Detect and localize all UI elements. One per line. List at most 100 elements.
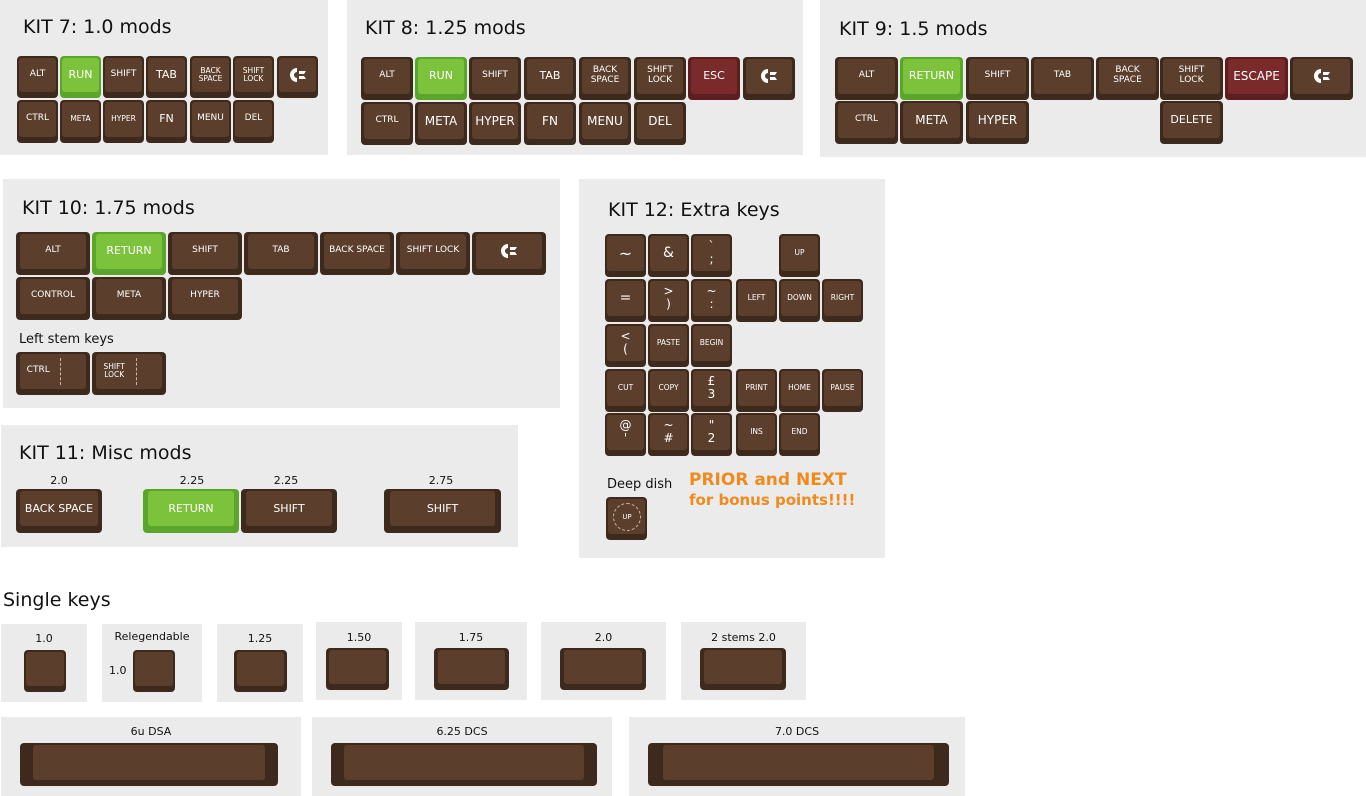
key-run[interactable]: RUN xyxy=(415,57,467,100)
kit11-title: KIT 11: Misc mods xyxy=(19,442,192,464)
key-alt[interactable]: ALT xyxy=(16,232,90,275)
key-return[interactable]: RETURN xyxy=(143,489,239,533)
key-escape[interactable]: ESCAPE xyxy=(1225,57,1288,100)
key-print[interactable]: PRINT xyxy=(736,369,777,412)
key-down[interactable]: DOWN xyxy=(779,279,820,322)
key-125u[interactable] xyxy=(234,650,287,692)
left-stem-keys-label: Left stem keys xyxy=(19,332,114,347)
key-greater-paren[interactable]: > ) xyxy=(648,279,689,322)
key-2u-2stems[interactable] xyxy=(700,648,786,690)
key-meta[interactable]: META xyxy=(60,100,101,143)
key-esc[interactable]: ESC xyxy=(688,57,740,100)
key-right[interactable]: RIGHT xyxy=(822,279,863,322)
key-tab[interactable]: TAB xyxy=(244,232,318,275)
key-run[interactable]: RUN xyxy=(60,56,101,98)
key-commodore[interactable] xyxy=(472,232,546,275)
key-ctrl[interactable]: CTRL xyxy=(361,102,413,145)
key-meta[interactable]: META xyxy=(900,101,963,144)
key-2u[interactable] xyxy=(560,648,646,690)
key-back-space[interactable]: BACK SPACE xyxy=(320,232,394,275)
key-paste[interactable]: PASTE xyxy=(648,324,689,367)
key-175u[interactable] xyxy=(434,648,509,690)
key-menu[interactable]: MENU xyxy=(190,100,231,143)
key-equals[interactable]: = xyxy=(605,279,646,322)
key-hyper[interactable]: HYPER xyxy=(966,101,1029,144)
size-label: 1.0 xyxy=(35,632,53,645)
key-end[interactable]: END xyxy=(779,413,820,456)
key-back-space[interactable]: BACK SPACE xyxy=(190,56,231,98)
size-label: 2.75 xyxy=(428,474,454,487)
key-shift-lock[interactable]: SHIFT LOCK xyxy=(233,56,274,98)
key-del[interactable]: DEL xyxy=(233,100,274,143)
key-control[interactable]: CONTROL xyxy=(16,277,90,320)
key-shift[interactable]: SHIFT xyxy=(966,57,1029,100)
key-back-space[interactable]: BACK SPACE xyxy=(579,57,631,100)
key-meta[interactable]: META xyxy=(92,277,166,320)
key-fn[interactable]: FN xyxy=(524,102,576,145)
key-less-paren[interactable]: < ( xyxy=(605,324,646,367)
key-shift[interactable]: SHIFT xyxy=(168,232,242,275)
key-tilde-hash[interactable]: ~ # xyxy=(648,413,689,456)
key-back-space[interactable]: BACK SPACE xyxy=(1096,57,1159,100)
key-tilde-colon[interactable]: ~ : xyxy=(691,279,732,322)
size-label: 2.25 xyxy=(179,474,205,487)
key-deep-dish-up[interactable]: UP xyxy=(606,497,647,540)
key-copy[interactable]: COPY xyxy=(648,369,689,412)
key-shift-wide[interactable]: SHIFT xyxy=(384,489,501,533)
key-shift[interactable]: SHIFT xyxy=(469,57,521,100)
key-backtick-semicolon[interactable]: ` ; xyxy=(691,234,732,277)
key-quote-2[interactable]: " 2 xyxy=(691,413,732,456)
key-commodore[interactable] xyxy=(1290,57,1353,100)
key-space-625u[interactable] xyxy=(331,743,597,786)
key-shift-lock[interactable]: SHIFT LOCK xyxy=(634,57,686,100)
key-tab[interactable]: TAB xyxy=(1031,57,1094,100)
key-delete[interactable]: DELETE xyxy=(1160,101,1223,144)
key-begin[interactable]: BEGIN xyxy=(691,324,732,367)
key-alt[interactable]: ALT xyxy=(361,57,413,100)
key-tab[interactable]: TAB xyxy=(524,57,576,100)
key-up[interactable]: UP xyxy=(779,234,820,277)
key-ctrl[interactable]: CTRL xyxy=(17,100,58,143)
key-hyper[interactable]: HYPER xyxy=(168,277,242,320)
kit12-title: KIT 12: Extra keys xyxy=(608,199,780,221)
key-ctrl-left-stem[interactable]: CTRL xyxy=(16,352,90,395)
key-cut[interactable]: CUT xyxy=(605,369,646,412)
key-1u[interactable] xyxy=(24,650,66,692)
key-shift[interactable]: SHIFT xyxy=(241,489,337,533)
key-del[interactable]: DEL xyxy=(634,102,686,145)
key-space-7u[interactable] xyxy=(648,743,949,786)
key-hyper[interactable]: HYPER xyxy=(469,102,521,145)
bonus-line-1: PRIOR and NEXT xyxy=(689,470,847,490)
key-back-space[interactable]: BACK SPACE xyxy=(16,489,102,533)
key-return[interactable]: RETURN xyxy=(900,57,963,100)
key-at-apostrophe[interactable]: @ ' xyxy=(605,413,646,456)
key-ins[interactable]: INS xyxy=(736,413,777,456)
key-space-6u[interactable] xyxy=(20,743,278,786)
key-shift-lock[interactable]: SHIFT LOCK xyxy=(396,232,470,275)
key-tilde[interactable]: ~ xyxy=(605,234,646,277)
key-pound-3[interactable]: £ 3 xyxy=(691,369,732,412)
key-tab[interactable]: TAB xyxy=(146,56,187,98)
key-menu[interactable]: MENU xyxy=(579,102,631,145)
key-shift[interactable]: SHIFT xyxy=(103,56,144,98)
key-relegendable[interactable] xyxy=(133,650,175,692)
relegendable-label: Relegendable xyxy=(114,630,190,643)
key-pause[interactable]: PAUSE xyxy=(822,369,863,412)
key-ctrl[interactable]: CTRL xyxy=(835,101,898,144)
key-home[interactable]: HOME xyxy=(779,369,820,412)
key-meta[interactable]: META xyxy=(415,102,467,145)
key-alt[interactable]: ALT xyxy=(17,56,58,98)
key-shift-lock[interactable]: SHIFT LOCK xyxy=(1160,57,1223,100)
key-shift-lock-left-stem[interactable]: SHIFT LOCK xyxy=(92,352,166,395)
key-commodore[interactable] xyxy=(277,56,318,98)
key-ampersand[interactable]: & xyxy=(648,234,689,277)
space-7u-panel: 7.0 DCS xyxy=(629,717,965,796)
key-alt[interactable]: ALT xyxy=(835,57,898,100)
key-left[interactable]: LEFT xyxy=(736,279,777,322)
key-return[interactable]: RETURN xyxy=(92,232,166,275)
key-hyper[interactable]: HYPER xyxy=(103,100,144,143)
key-fn[interactable]: FN xyxy=(146,100,187,143)
key-commodore[interactable] xyxy=(743,57,795,100)
single-125u-panel: 1.25 xyxy=(217,624,303,702)
key-150u[interactable] xyxy=(326,648,389,690)
